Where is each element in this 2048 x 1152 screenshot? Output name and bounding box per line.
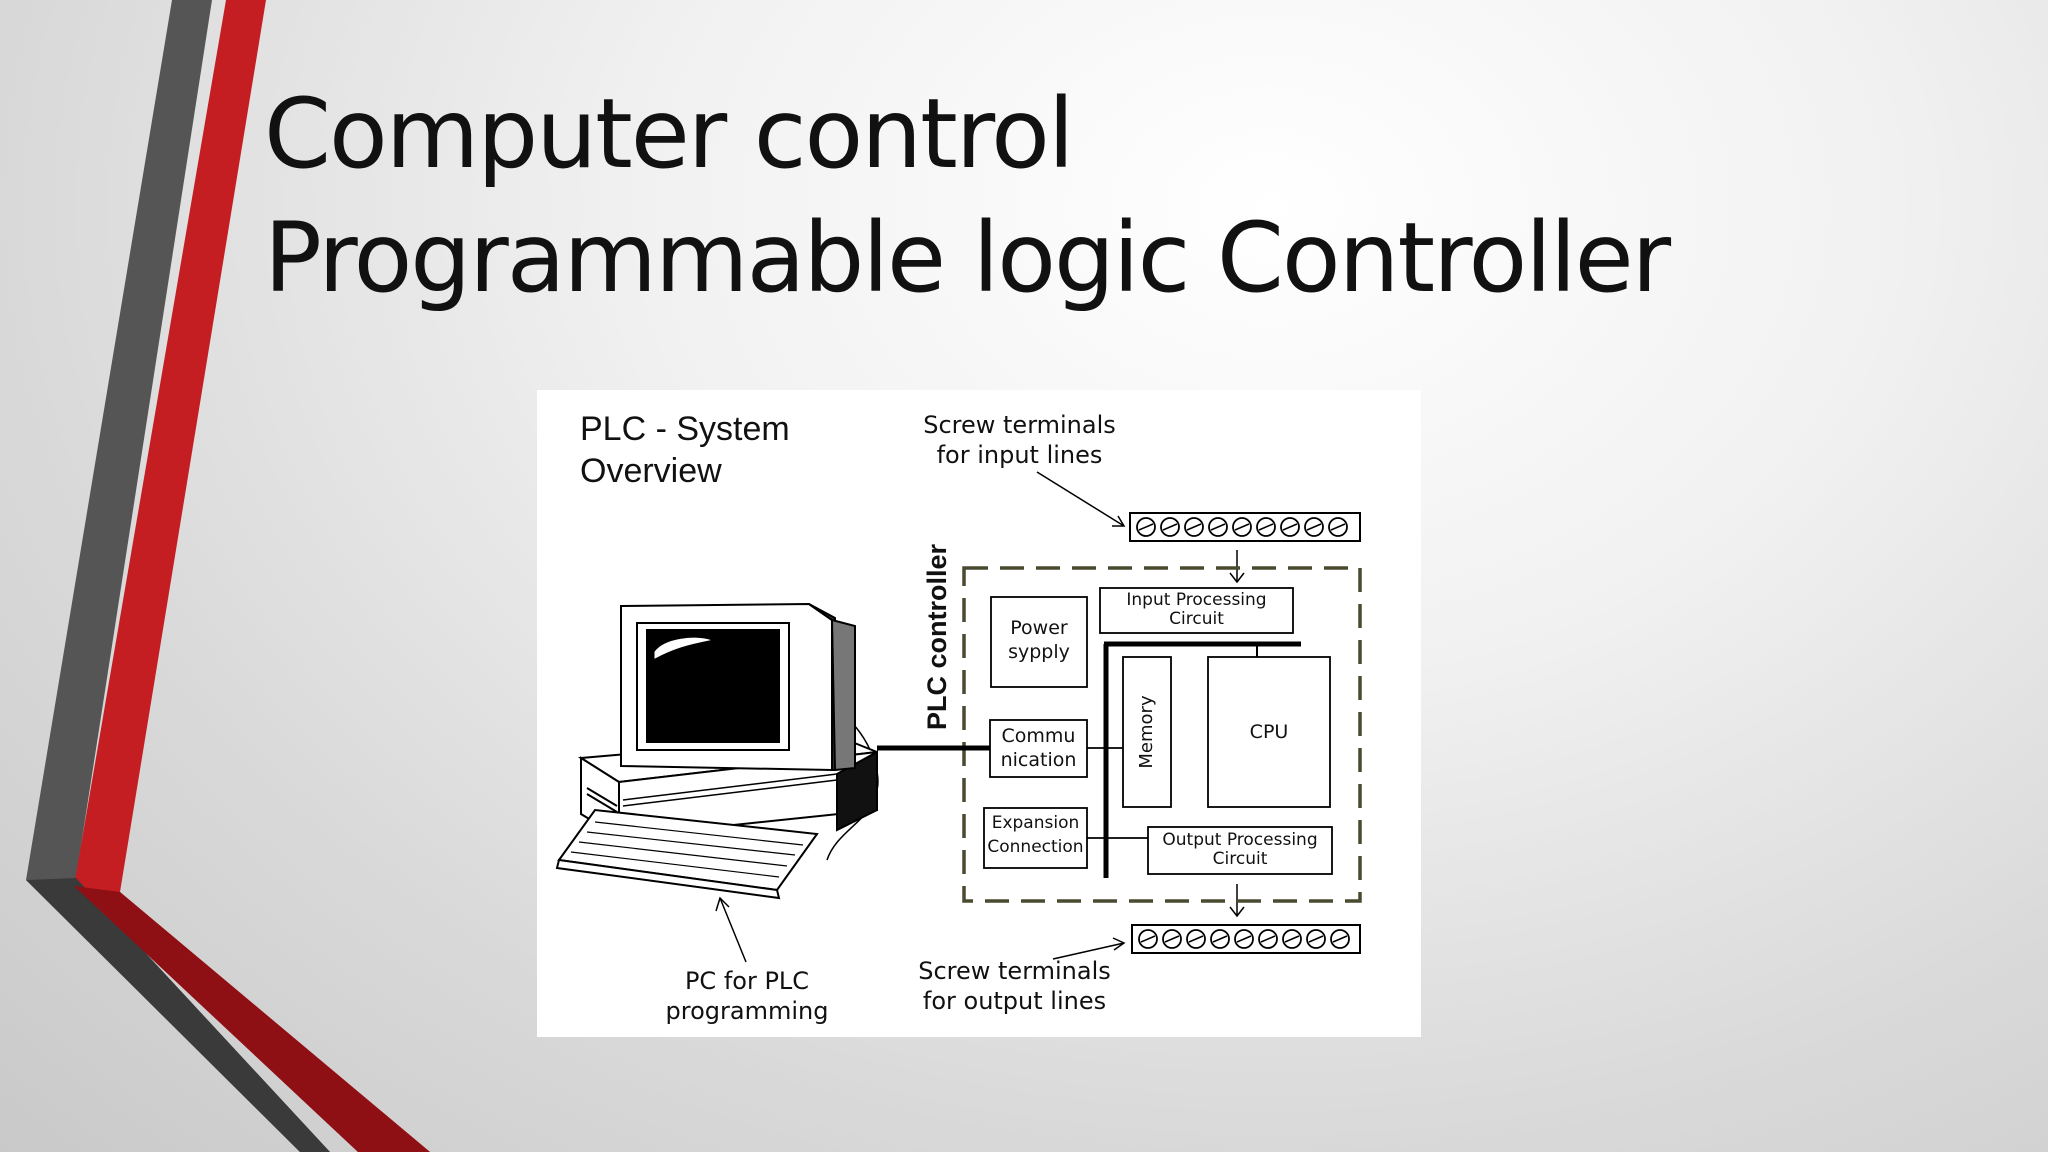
pc-label: PC for PLC programming (642, 966, 852, 1026)
communication-box: Commu nication (990, 724, 1087, 772)
output-screw-terminals (1131, 924, 1361, 954)
plc-controller-boundary (962, 566, 1362, 903)
comm-line-1: Commu (1001, 725, 1076, 747)
diagram-heading: PLC - System Overview (580, 408, 790, 492)
diagram-graphics (555, 471, 1362, 963)
plc-system-diagram: PLC - System Overview Screw terminals fo… (537, 390, 1421, 1037)
screw-input-label: Screw terminals for input lines (907, 410, 1132, 470)
bus-lines (1087, 641, 1301, 878)
exp-line-2: Connection (987, 837, 1084, 857)
cpu-label: CPU (1249, 721, 1289, 743)
input-proc-line-1: Input Processing (1126, 590, 1267, 610)
screw-output-line-2: for output lines (922, 987, 1107, 1015)
output-proc-line-2: Circuit (1212, 849, 1268, 869)
decorative-bands (26, 0, 430, 1152)
dark-red-bottom-band (74, 886, 430, 1152)
slide-title: Computer control Programmable logic Cont… (264, 72, 1671, 320)
pc-label-line-2: programming (665, 997, 829, 1025)
screw-output-label: Screw terminals for output lines (902, 956, 1127, 1016)
diagram-heading-line-1: PLC - System (580, 410, 790, 448)
exp-line-1: Expansion (991, 813, 1080, 833)
power-line-1: Power (1010, 617, 1068, 639)
pc-label-line-1: PC for PLC (684, 967, 810, 995)
input-screw-terminals (1129, 512, 1361, 542)
pc-computer (555, 602, 878, 900)
input-processing-box: Input Processing Circuit (1100, 591, 1293, 629)
internal-boxes (983, 587, 1333, 875)
screw-output-line-1: Screw terminals (918, 957, 1111, 985)
red-band (74, 0, 430, 1152)
expansion-box: Expansion Connection (982, 811, 1089, 859)
diagram-heading-line-2: Overview (580, 452, 722, 490)
memory-label: Memory (1136, 695, 1157, 769)
screw-input-line-2: for input lines (936, 441, 1103, 469)
title-line-2: Programmable logic Controller (264, 202, 1671, 314)
gray-band (26, 0, 330, 1152)
plc-controller-label: PLC controller (922, 543, 952, 731)
output-proc-line-1: Output Processing (1162, 830, 1318, 850)
screw-input-line-1: Screw terminals (923, 411, 1116, 439)
title-line-1: Computer control (264, 78, 1075, 190)
input-proc-line-2: Circuit (1169, 609, 1224, 629)
power-supply-box: Power sypply (991, 616, 1087, 664)
comm-line-2: nication (1000, 749, 1077, 771)
power-line-2: sypply (1008, 641, 1070, 663)
dark-bottom-band (26, 878, 330, 1152)
output-processing-box: Output Processing Circuit (1148, 831, 1332, 869)
